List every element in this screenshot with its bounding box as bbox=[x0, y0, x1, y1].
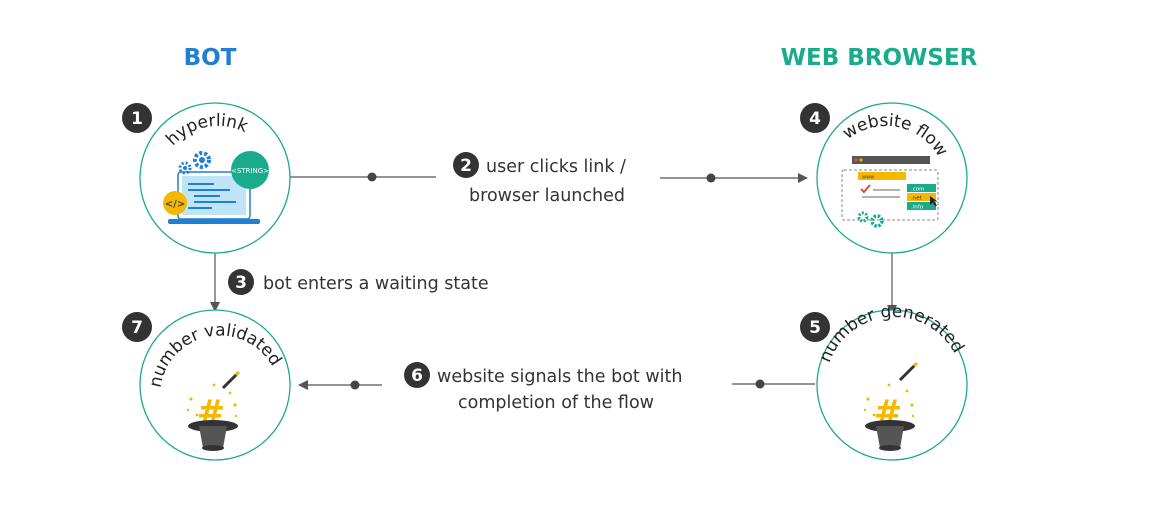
step-1-badge bbox=[122, 103, 152, 133]
code-badge-text: </> bbox=[165, 199, 185, 210]
browser-window-icon: www .com .net .info bbox=[841, 156, 939, 221]
step-2-text-line-1: user clicks link / bbox=[486, 157, 626, 177]
node-5-ring bbox=[816, 309, 968, 461]
step-6-badge bbox=[404, 362, 430, 388]
step-4-badge bbox=[800, 103, 830, 133]
node-number-generated: number generated # 5 bbox=[800, 302, 968, 461]
step-2-text-line-2: browser launched bbox=[469, 186, 625, 206]
code-bubble-text: <STRING> bbox=[231, 167, 269, 175]
node-website-flow: website flow www .com .net .info 4 bbox=[800, 102, 968, 254]
code-bubble-icon: <STRING> bbox=[231, 151, 269, 189]
step-6-label: 6 website signals the bot with completio… bbox=[404, 362, 682, 413]
step-2-label: 2 user clicks link / browser launched bbox=[453, 152, 626, 206]
step-3-number: 3 bbox=[235, 273, 247, 293]
connector-step-6 bbox=[298, 379, 815, 390]
step-5-badge bbox=[800, 312, 830, 342]
domain-option-info: .info bbox=[911, 205, 924, 211]
domain-option-net: .net bbox=[911, 196, 923, 202]
magic-hat-icon: # bbox=[186, 370, 241, 451]
node-hyperlink: hyperlink <STRING> </> 1 bbox=[122, 102, 291, 254]
step-2-number: 2 bbox=[460, 156, 472, 176]
step-5-number: 5 bbox=[809, 318, 821, 338]
gear-icon bbox=[178, 151, 211, 175]
step-7-badge bbox=[122, 312, 152, 342]
step-7-number: 7 bbox=[131, 318, 143, 338]
step-4-number: 4 bbox=[809, 109, 821, 129]
magic-hat-icon: # bbox=[863, 361, 919, 451]
step-3-badge bbox=[228, 269, 254, 295]
step-3-text: bot enters a waiting state bbox=[263, 274, 489, 294]
step-6-text-line-1: website signals the bot with bbox=[437, 367, 682, 387]
step-1-number: 1 bbox=[131, 109, 143, 129]
laptop-code-icon bbox=[168, 171, 260, 224]
code-badge-icon: </> bbox=[163, 191, 187, 215]
bot-column-title: BOT bbox=[184, 45, 237, 71]
connector-step-2 bbox=[290, 172, 808, 183]
step-2-badge bbox=[453, 152, 479, 178]
domain-option-com: .com bbox=[911, 187, 925, 193]
browser-column-title: WEB BROWSER bbox=[781, 45, 978, 71]
step-6-text-line-2: completion of the flow bbox=[458, 393, 654, 413]
step-6-number: 6 bbox=[411, 366, 423, 386]
browser-search-text: www bbox=[862, 175, 874, 181]
gear-icon bbox=[857, 211, 884, 228]
node-number-validated: number validated # 7 bbox=[122, 309, 291, 461]
step-3-label: 3 bot enters a waiting state bbox=[228, 269, 489, 295]
